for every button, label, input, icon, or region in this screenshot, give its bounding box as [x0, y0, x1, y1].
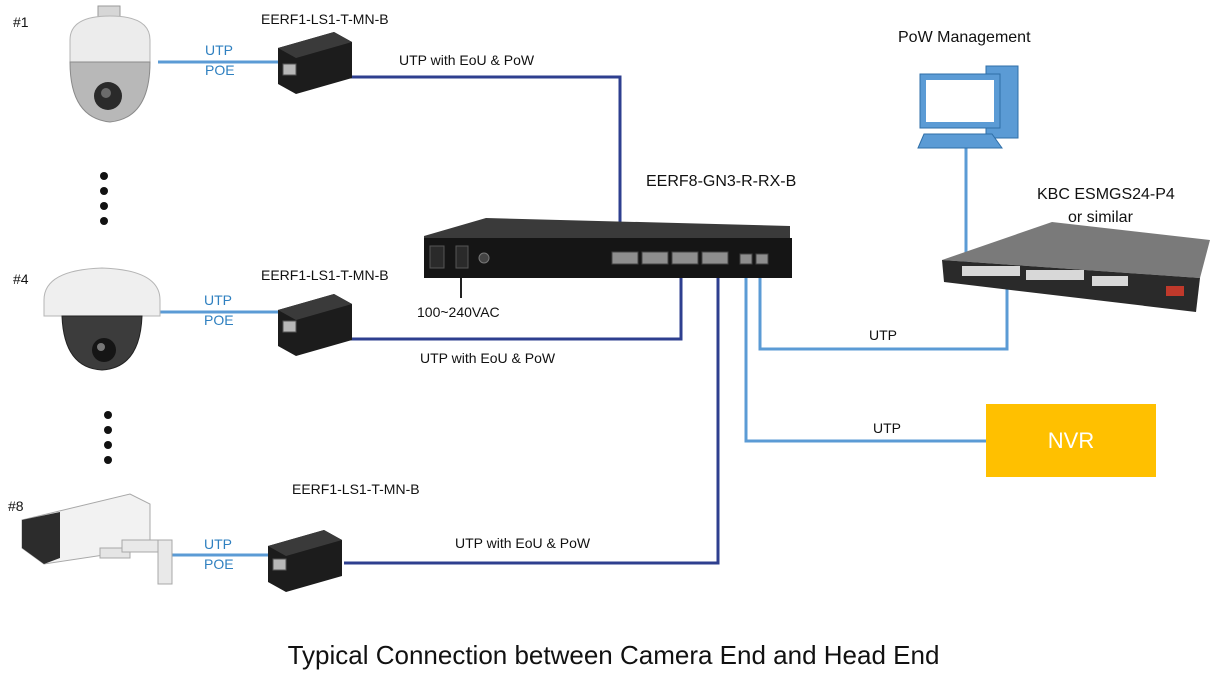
- poe-link-bottom-label-1: POE: [205, 62, 235, 78]
- head-end-unit-icon: [424, 218, 792, 278]
- camera-index-1: #1: [13, 14, 29, 30]
- switch-link-label: UTP: [869, 327, 897, 343]
- uplink-label-1: UTP with EoU & PoW: [399, 52, 535, 68]
- head-end-model-label: EERF8-GN3-R-RX-B: [646, 173, 797, 190]
- adapter-icon-1: [278, 32, 352, 94]
- switch-similar-label: or similar: [1068, 209, 1133, 226]
- adapter-label-1: EERF1-LS1-T-MN-B: [261, 11, 389, 27]
- adapter-label-4: EERF1-LS1-T-MN-B: [261, 267, 389, 283]
- eou-link-1: [334, 75, 622, 256]
- switch-link: [758, 262, 1009, 351]
- nvr-box: NVR: [986, 404, 1156, 477]
- poe-link-bottom-label-4: POE: [204, 312, 234, 328]
- bullet-camera-icon: [21, 493, 173, 585]
- camera-index-8: #8: [8, 498, 24, 514]
- adapter-label-8: EERF1-LS1-T-MN-B: [292, 481, 420, 497]
- nvr-link: [744, 262, 986, 443]
- ellipsis-dots-upper: [100, 172, 108, 225]
- diagram-caption: Typical Connection between Camera End an…: [287, 640, 940, 670]
- adapter-icon-8: [268, 530, 342, 592]
- camera-index-4: #4: [13, 271, 29, 287]
- nvr-link-label: UTP: [873, 420, 901, 436]
- eou-link-4: [334, 262, 683, 341]
- power-input-label: 100~240VAC: [417, 304, 500, 320]
- management-label: PoW Management: [898, 29, 1031, 46]
- adapter-icon-4: [278, 294, 352, 356]
- eou-link-8: [344, 262, 720, 565]
- poe-link-top-label-4: UTP: [204, 292, 232, 308]
- poe-link-top-label-8: UTP: [204, 536, 232, 552]
- computer-icon: [917, 65, 1019, 149]
- poe-link-top-label-1: UTP: [205, 42, 233, 58]
- poe-link-bottom-label-8: POE: [204, 556, 234, 572]
- uplink-label-8: UTP with EoU & PoW: [455, 535, 591, 551]
- ptz-dome-camera-icon: [69, 5, 151, 123]
- switch-model-label: KBC ESMGS24-P4: [1037, 186, 1175, 203]
- uplink-label-4: UTP with EoU & PoW: [420, 350, 556, 366]
- network-switch-icon: [942, 222, 1210, 312]
- ellipsis-dots-lower: [104, 411, 112, 464]
- dome-camera-icon: [43, 267, 161, 371]
